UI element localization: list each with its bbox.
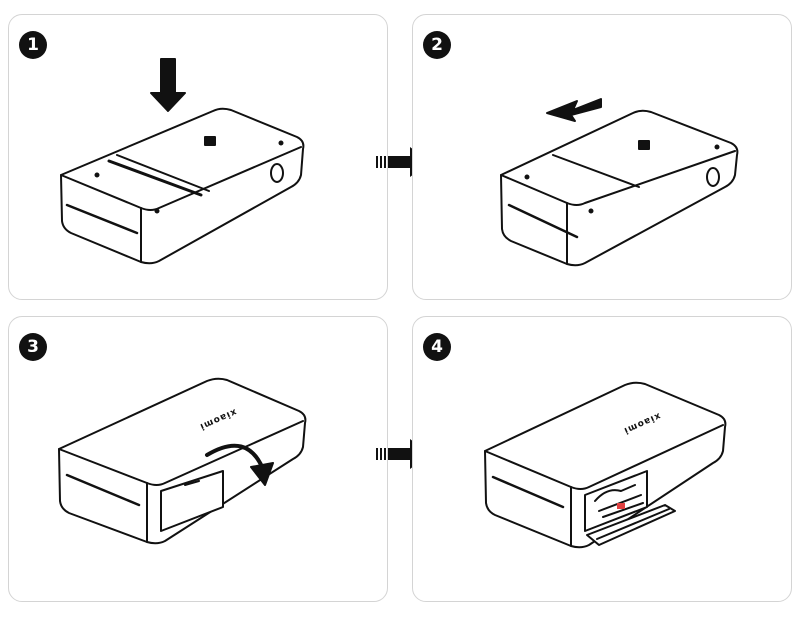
step-1-badge: 1 bbox=[19, 31, 47, 59]
step-2-panel: 2 bbox=[412, 14, 792, 300]
step-4-panel: 4 xiaomi bbox=[412, 316, 792, 602]
printer-body bbox=[58, 377, 307, 545]
printer-body bbox=[500, 109, 739, 267]
step-3-illustration: xiaomi bbox=[58, 377, 307, 545]
flip-arrow-icon bbox=[250, 462, 274, 486]
side-door bbox=[160, 470, 224, 532]
step-3-badge: 3 bbox=[19, 333, 47, 361]
cartridge-tab bbox=[617, 503, 625, 509]
step-3-number: 3 bbox=[27, 337, 39, 357]
step-1-panel: 1 bbox=[8, 14, 388, 300]
step-1-illustration bbox=[60, 58, 305, 265]
step-4-illustration: xiaomi bbox=[484, 381, 727, 549]
step-1-number: 1 bbox=[27, 35, 39, 55]
printer-body bbox=[484, 381, 727, 549]
left-arrow-icon bbox=[546, 98, 602, 122]
printer-body bbox=[60, 107, 305, 265]
logo-mark-icon bbox=[638, 140, 650, 150]
step-4-number: 4 bbox=[431, 337, 443, 357]
step-4-badge: 4 bbox=[423, 333, 451, 361]
logo-mark-icon bbox=[204, 136, 216, 146]
step-3-panel: 3 xiaomi bbox=[8, 316, 388, 602]
step-2-badge: 2 bbox=[423, 31, 451, 59]
step-2-number: 2 bbox=[431, 35, 443, 55]
step-2-illustration bbox=[500, 98, 739, 267]
down-arrow-icon bbox=[150, 58, 186, 112]
